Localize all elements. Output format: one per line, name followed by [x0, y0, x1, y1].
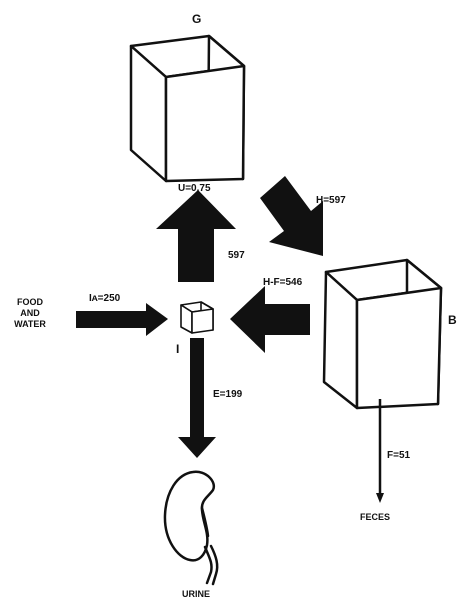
arrow-g-to-b-icon — [260, 176, 323, 256]
flow-g-to-i-value: 597 — [228, 251, 245, 261]
arrow-i-to-g-icon — [156, 190, 236, 282]
food-line-2: AND — [10, 308, 50, 319]
feces-label: FECES — [360, 513, 390, 522]
arrow-b-to-feces-icon — [376, 399, 384, 503]
urine-label: URINE — [182, 590, 210, 599]
flow-hf-label: H-F=546 — [263, 278, 302, 288]
cube-b-icon — [324, 260, 441, 408]
food-line-1: FOOD — [10, 297, 50, 308]
arrow-i-to-urine-icon — [178, 338, 216, 458]
compartment-i-label: I — [176, 343, 179, 355]
arrow-food-to-i-icon — [76, 303, 168, 336]
food-line-3: WATER — [10, 319, 50, 330]
kidney-icon — [165, 472, 217, 584]
food-water-label: FOOD AND WATER — [10, 297, 50, 330]
flow-ia-label: Iᴀ=250 — [89, 294, 120, 304]
flow-h-label: H=597 — [316, 196, 346, 206]
compartment-g-label: G — [192, 13, 201, 25]
flow-f-label: F=51 — [387, 451, 410, 461]
flow-e-label: E=199 — [213, 390, 242, 400]
cube-g-icon — [131, 36, 244, 181]
flow-u-label: U=0.75 — [178, 184, 211, 194]
arrow-b-to-i-icon — [230, 286, 310, 353]
cube-i-icon — [181, 302, 213, 333]
compartment-b-label: B — [448, 314, 457, 326]
